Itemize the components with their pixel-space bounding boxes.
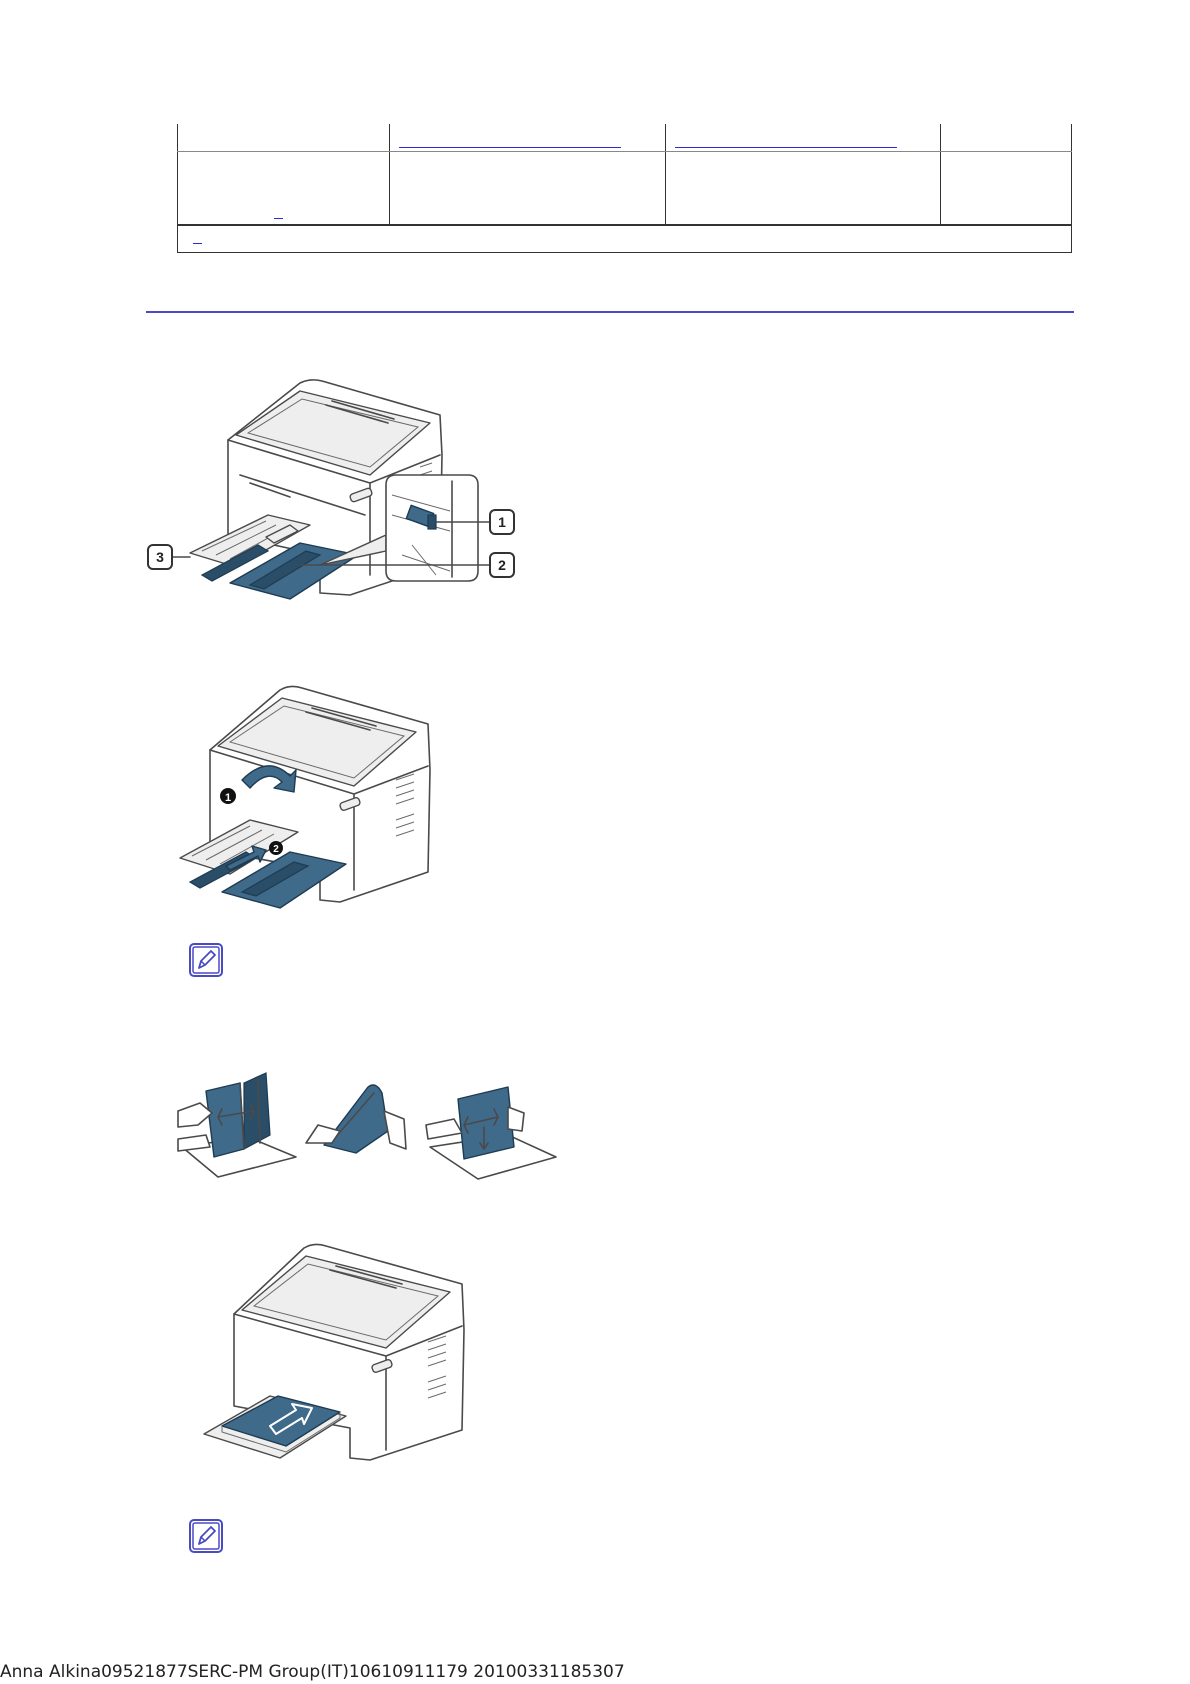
tray <box>189 514 311 568</box>
footnote-link[interactable] <box>274 218 283 219</box>
step-marker-2: 2 <box>269 841 283 855</box>
table-border <box>177 252 1072 253</box>
footnote-link[interactable] <box>193 243 202 244</box>
table-border <box>177 151 1072 152</box>
table-border <box>389 124 390 225</box>
fan-paper-illustration <box>177 1072 557 1180</box>
table-link[interactable] <box>675 147 897 148</box>
printer-tray-open-illustration: 1 2 <box>179 685 431 909</box>
callout-2: 2 <box>489 552 515 578</box>
callout-3: 3 <box>147 544 173 570</box>
svg-text:2: 2 <box>273 844 279 855</box>
tray <box>179 819 299 875</box>
load-paper-illustration <box>203 1243 465 1461</box>
svg-text:3: 3 <box>156 549 164 565</box>
svg-text:1: 1 <box>225 792 231 804</box>
printer-tray-parts-illustration: 1 2 3 <box>147 379 515 600</box>
step-marker-1: 1 <box>220 788 236 804</box>
table-link[interactable] <box>399 147 621 148</box>
note-pencil-icon <box>189 1519 223 1553</box>
note-pencil-icon <box>189 943 223 977</box>
footer-watermark: Anna Alkina09521877SERC-PM Group(IT)1061… <box>0 1662 625 1682</box>
table-border <box>177 124 178 253</box>
table-border <box>1071 124 1072 253</box>
svg-text:2: 2 <box>498 557 506 573</box>
svg-text:1: 1 <box>498 514 506 530</box>
table-border <box>940 124 941 225</box>
callout-1: 1 <box>489 509 515 535</box>
table-border <box>177 224 1072 226</box>
section-divider <box>146 311 1074 313</box>
table-border <box>665 124 666 225</box>
